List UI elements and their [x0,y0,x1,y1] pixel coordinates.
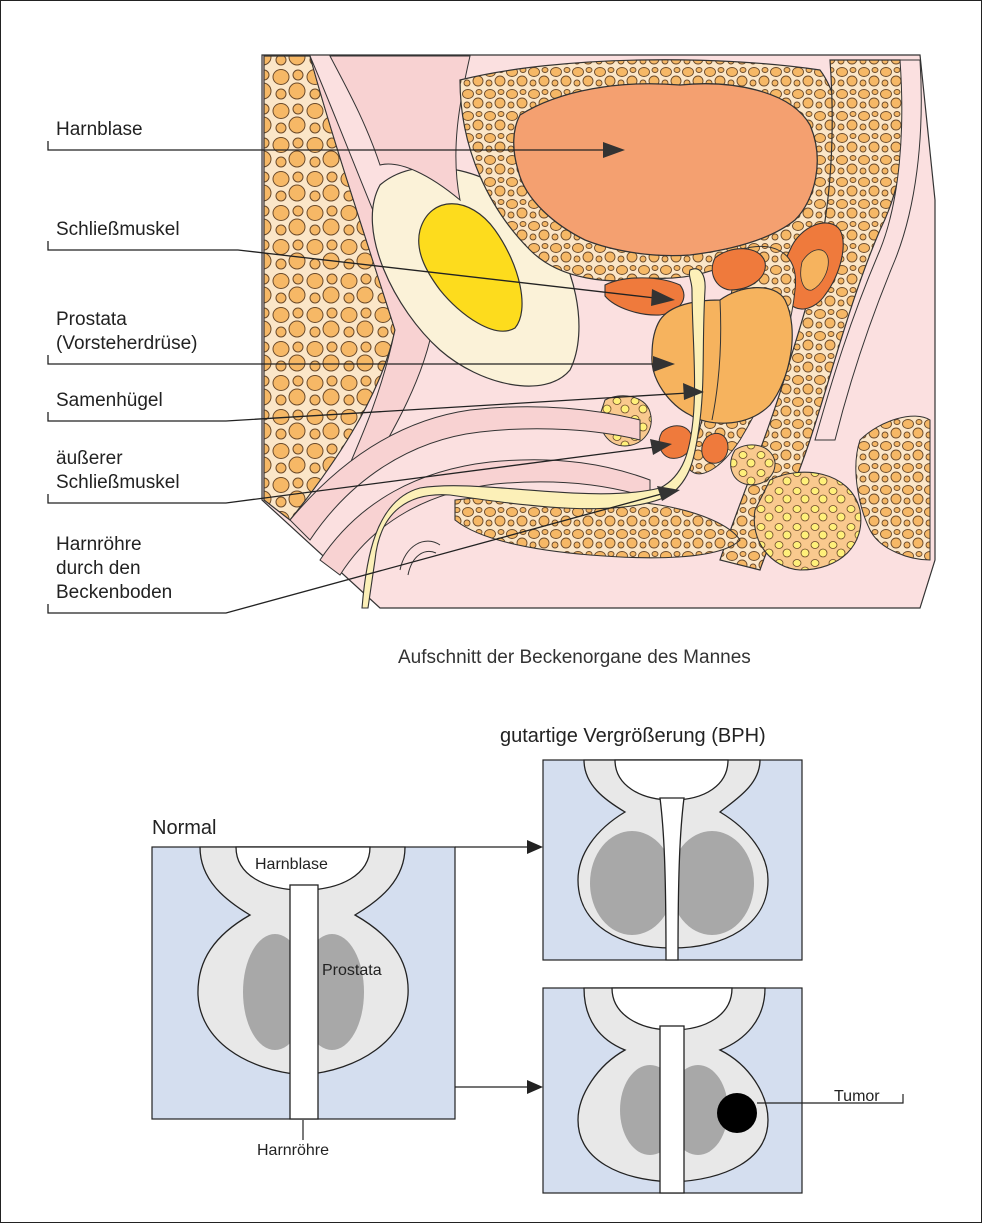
bph-heading: gutartige Vergrößerung (BPH) [500,725,766,748]
normal-heading: Normal [152,817,216,840]
tumor-label: Tumor [834,1088,880,1106]
normal-label-bladder: Harnblase [255,856,328,874]
normal-label-prostate: Prostata [322,962,382,980]
normal-panel [152,847,455,1140]
normal-label-urethra: Harnröhre [257,1142,329,1160]
tumor-mass [717,1093,757,1133]
bph-panel [543,760,802,960]
normal-urethra [290,885,318,1119]
comparison-arrows [455,840,543,1094]
